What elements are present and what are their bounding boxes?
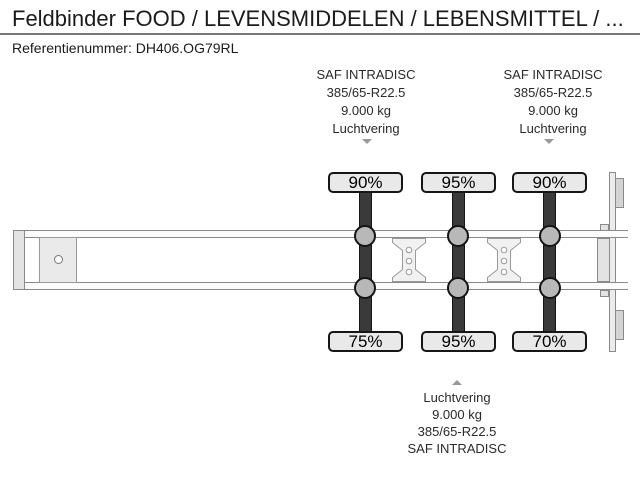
- spec-line: Luchtvering: [519, 121, 587, 136]
- kingpin: [54, 255, 63, 264]
- rear-cross-member: [597, 238, 610, 282]
- wheel-hub: [447, 225, 469, 247]
- tail-lamp-left: [615, 178, 624, 208]
- axle-bar-2: [452, 180, 465, 344]
- spec-line: 9.000 kg: [432, 407, 482, 422]
- page-title: Feldbinder FOOD / LEVENSMIDDELEN / LEBEN…: [12, 6, 624, 31]
- chassis-rail-left: [13, 230, 628, 238]
- wheel-hub: [354, 225, 376, 247]
- wheel-hub: [539, 225, 561, 247]
- tyre-tread-badge-axle2-left: 95%: [421, 172, 496, 193]
- spec-line: SAF INTRADISC: [407, 441, 507, 456]
- chevron-down-icon: [362, 139, 372, 144]
- spec-line: SAF INTRADISC: [316, 67, 416, 82]
- spec-line: 9.000 kg: [528, 103, 578, 118]
- cross-member-bracket: [487, 238, 521, 282]
- axle-spec-annotation-rear: SAF INTRADISC 385/65-R22.5 9.000 kg Luch…: [473, 66, 633, 138]
- wheel-hub: [354, 277, 376, 299]
- wheel-hub: [447, 277, 469, 299]
- wheel-hub: [539, 277, 561, 299]
- reference-number: Referentienummer: DH406.OG79RL: [12, 40, 239, 56]
- tyre-tread-badge-axle3-left: 90%: [512, 172, 587, 193]
- axle-spec-annotation-middle: Luchtvering 9.000 kg 385/65-R22.5 SAF IN…: [357, 389, 557, 457]
- spec-line: 9.000 kg: [341, 103, 391, 118]
- tyre-tread-badge-axle1-left: 90%: [328, 172, 403, 193]
- chevron-down-icon: [544, 139, 554, 144]
- rear-bracket-tab: [600, 290, 609, 297]
- spec-line: 385/65-R22.5: [326, 85, 406, 100]
- spec-line: SAF INTRADISC: [503, 67, 603, 82]
- spec-line: Luchtvering: [423, 390, 491, 405]
- chevron-up-icon: [452, 380, 462, 385]
- spec-line: 385/65-R22.5: [417, 424, 497, 439]
- cross-member-bracket: [392, 238, 426, 282]
- spec-line: Luchtvering: [332, 121, 400, 136]
- tyre-tread-badge-axle3-right: 70%: [512, 331, 587, 352]
- spec-line: 385/65-R22.5: [513, 85, 593, 100]
- tail-lamp-right: [615, 310, 624, 340]
- axle-bar-3: [543, 180, 556, 344]
- front-cross-member: [13, 230, 25, 290]
- axle-spec-annotation-front: SAF INTRADISC 385/65-R22.5 9.000 kg Luch…: [286, 66, 446, 138]
- chassis-rail-right: [13, 282, 628, 290]
- tyre-tread-badge-axle2-right: 95%: [421, 331, 496, 352]
- tyre-tread-badge-axle1-right: 75%: [328, 331, 403, 352]
- rear-bracket-tab: [600, 224, 609, 231]
- axle-bar-1: [359, 180, 372, 344]
- header-divider: [0, 33, 640, 35]
